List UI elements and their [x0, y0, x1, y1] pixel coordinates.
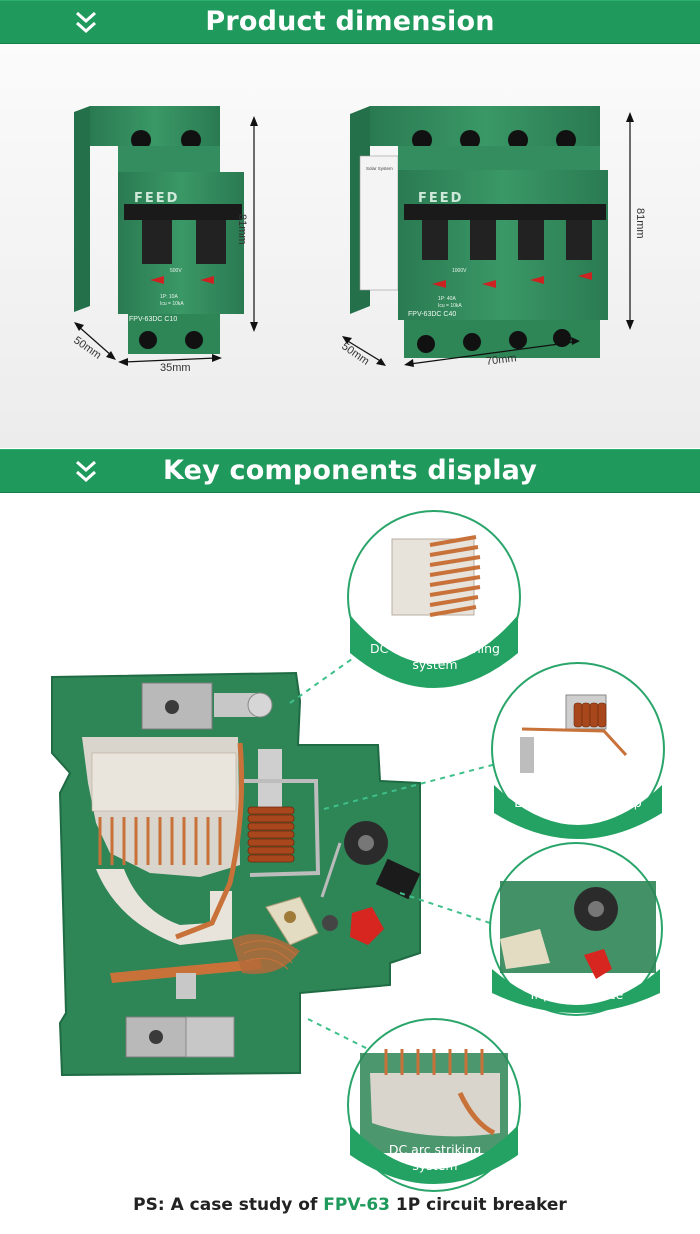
- section-title: Key components display: [162, 455, 538, 486]
- breaker-2p-image: [74, 106, 244, 354]
- callout-label-electromagnetic-trip: Electromagnetic trip: [500, 795, 656, 811]
- callout-circle-dc-arc-extinguishing: [347, 510, 521, 688]
- double-chevron-down-icon: [76, 11, 96, 34]
- breaker-2p-brand: FEED: [134, 191, 179, 206]
- callout-circle-tripping-device: [489, 842, 663, 1016]
- callout-label-line-1: Electromagnetic trip: [514, 795, 642, 810]
- double-chevron-down-icon: [76, 460, 96, 483]
- callout-label-line-2: system: [412, 657, 458, 672]
- footer-prefix: PS: A case study of: [133, 1195, 324, 1215]
- breaker-cutaway-image: [51, 671, 421, 1077]
- callout-label-line-1: Tripping device: [528, 987, 624, 1002]
- height-label-2p: 81mm: [236, 214, 248, 245]
- breaker-4p-brand: FEED: [418, 191, 463, 206]
- callout-label-dc-arc-striking: DC arc striking system: [360, 1142, 510, 1174]
- dimension-arrows-2p: [74, 116, 258, 366]
- section-title: Product dimension: [205, 6, 495, 37]
- callout-label-tripping-device: Tripping device: [500, 987, 652, 1003]
- breaker-2p-rating-1: 1P: 10A: [160, 294, 178, 300]
- width-label-2p: 35mm: [160, 362, 191, 374]
- breaker-2p-rating-2: Icu = 10kA: [160, 301, 184, 307]
- callout-label-line-2: system: [412, 1158, 458, 1173]
- product-dimension-illustration: FEED 500V 1P: 10A Icu = 10kA FPV-63DC C1…: [74, 106, 634, 367]
- breaker-2p-voltage: 500V: [170, 268, 182, 274]
- breaker-2p-model: FPV-63DC C10: [129, 316, 177, 323]
- breaker-4p-image: [350, 106, 608, 358]
- callout-label-line-1: DC arc extinguishing: [370, 641, 500, 656]
- breaker-4p-model: FPV-63DC C40: [408, 311, 456, 318]
- footer-suffix: 1P circuit breaker: [390, 1195, 567, 1215]
- callout-circle-electromagnetic-trip: [491, 662, 665, 839]
- dimension-arrows-4p: [342, 112, 634, 367]
- footer-model-highlight: FPV-63: [323, 1195, 391, 1215]
- breaker-4p-rating-1: 1P: 40A: [438, 296, 456, 302]
- section-banner-product-dimension: Product dimension: [0, 0, 700, 44]
- product-dimension-panel: FEED 500V 1P: 10A Icu = 10kA FPV-63DC C1…: [0, 44, 700, 448]
- section-banner-key-components: Key components display: [0, 449, 700, 493]
- callout-label-dc-arc-extinguishing: DC arc extinguishing system: [360, 641, 510, 673]
- key-components-panel: DC arc extinguishing system Electromagne…: [0, 493, 700, 1234]
- height-label-4p: 81mm: [634, 208, 646, 239]
- callout-label-line-1: DC arc striking: [388, 1142, 482, 1157]
- breaker-4p-rating-2: Icu = 10kA: [438, 303, 462, 309]
- breaker-4p-side-label: Solar System: [366, 166, 393, 171]
- breaker-4p-voltage: 1000V: [452, 268, 467, 274]
- breaker-cutaway-illustration: [51, 510, 665, 1192]
- callout-circle-dc-arc-striking: [347, 1018, 521, 1192]
- footer-caption: PS: A case study of FPV-63 1P circuit br…: [0, 1195, 700, 1215]
